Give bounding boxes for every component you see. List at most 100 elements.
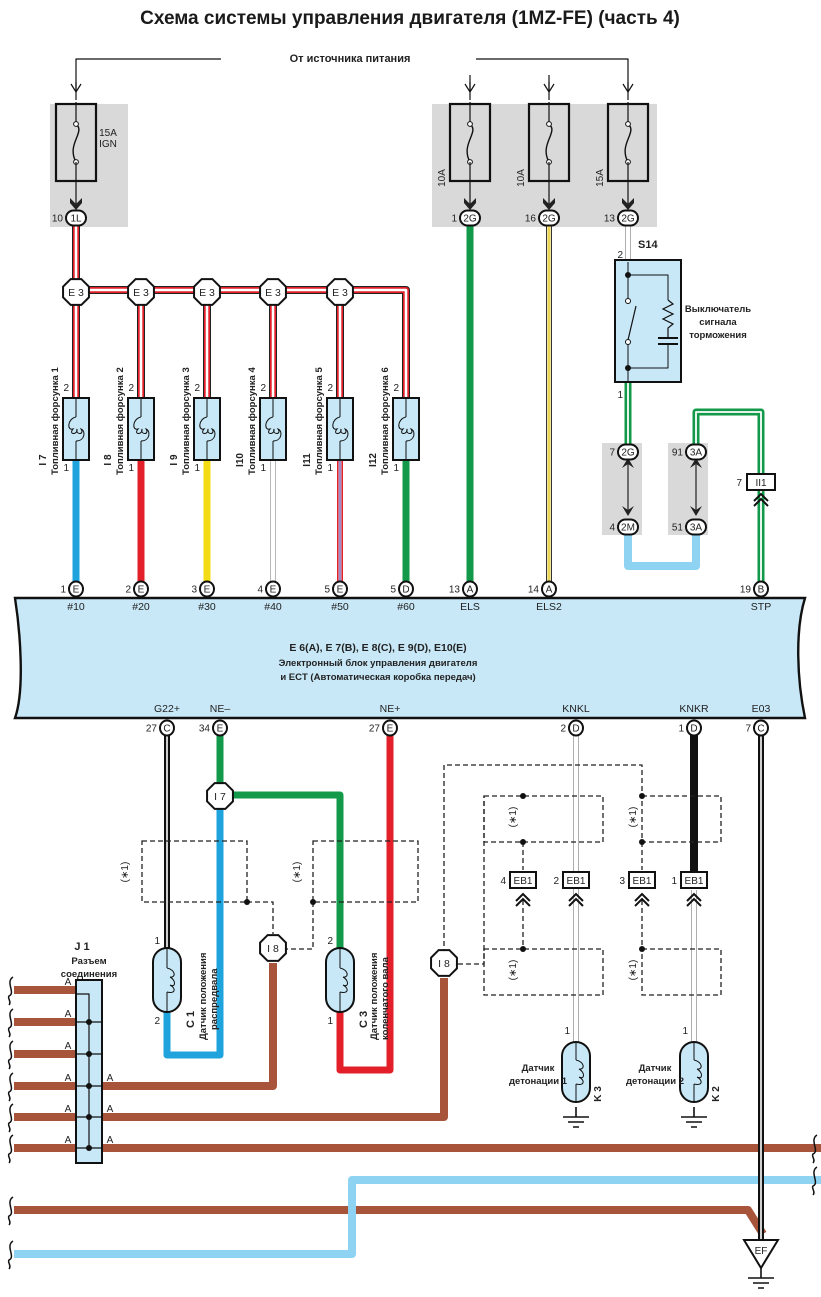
switch-name: торможения bbox=[689, 330, 747, 341]
connector-2m: 2M4 bbox=[609, 518, 639, 536]
ground-harness-wire bbox=[14, 1206, 767, 1237]
pin-number: 51 bbox=[672, 523, 684, 534]
junction-label: E 3 bbox=[68, 287, 84, 299]
ecu-pin-G22+: C27 bbox=[146, 719, 175, 737]
pin-number: 3 bbox=[191, 585, 197, 596]
pin-number: 19 bbox=[740, 585, 752, 596]
ground-icon bbox=[748, 1268, 774, 1289]
connector-code: 1L bbox=[70, 214, 82, 225]
junction-label: I 8 bbox=[438, 958, 450, 970]
coil-icon bbox=[265, 416, 282, 442]
pin-number: 5 bbox=[390, 585, 396, 596]
ecu-signal-label: #40 bbox=[264, 601, 282, 613]
junction-dot bbox=[86, 1114, 92, 1120]
pin-number: 13 bbox=[604, 214, 616, 225]
ecu-pin-KNKR: D1 bbox=[678, 719, 702, 737]
shield-drain bbox=[286, 902, 314, 950]
j1-name: Разъем bbox=[71, 956, 106, 967]
junction-label: E 3 bbox=[133, 287, 149, 299]
knock-sensor-id: K 2 bbox=[711, 1086, 722, 1102]
shield-note: (∗1) bbox=[628, 807, 639, 828]
ecu-pin-#30: E3 bbox=[191, 580, 215, 598]
ecu-name: Электронный блок управления двигателя bbox=[279, 658, 478, 669]
connector-code: EB1 bbox=[685, 876, 704, 887]
ecu-signal-label: ELS2 bbox=[536, 601, 562, 613]
power-line-left bbox=[75, 58, 221, 100]
pin-number: 1 bbox=[451, 214, 457, 225]
fuse-name: IGN bbox=[99, 139, 117, 150]
injector-1 bbox=[62, 397, 90, 461]
connector-code: E bbox=[73, 585, 80, 596]
ecu-pin-#40: E4 bbox=[257, 580, 281, 598]
injector-id: I 7 bbox=[38, 454, 49, 466]
connector-code: E bbox=[387, 724, 394, 735]
junction-connector-j1 bbox=[75, 979, 103, 1164]
connector-code: C bbox=[757, 724, 764, 735]
knock-sensor-2 bbox=[679, 1041, 709, 1103]
pin-number: 2 bbox=[393, 383, 399, 394]
power-source-label: От источника питания bbox=[290, 53, 411, 65]
connector-code: E bbox=[270, 585, 277, 596]
e3-supply-wire bbox=[72, 226, 410, 398]
coil-icon bbox=[199, 416, 216, 442]
coil-icon bbox=[693, 1059, 702, 1085]
ground-triangle-icon bbox=[742, 1239, 780, 1270]
pin-number: 3 bbox=[619, 876, 625, 887]
junction-dot bbox=[639, 793, 645, 799]
ecu-signal-label: #30 bbox=[198, 601, 216, 613]
connector-code: 2G bbox=[542, 214, 556, 225]
junction-label: I 7 bbox=[214, 791, 226, 803]
junction-dot bbox=[86, 1051, 92, 1057]
ecu-block bbox=[13, 596, 807, 720]
pin-number: 10 bbox=[52, 214, 64, 225]
connector-code: E bbox=[337, 585, 344, 596]
connector-code: E bbox=[204, 585, 211, 596]
pin-number: 2 bbox=[327, 936, 333, 947]
plug-icon bbox=[70, 198, 82, 210]
stop-lamp-switch bbox=[614, 259, 682, 383]
ecu-pin-#10: E1 bbox=[60, 580, 84, 598]
junction-dot bbox=[625, 272, 631, 278]
connector-code: EB1 bbox=[514, 876, 533, 887]
junction-label: E 3 bbox=[199, 287, 215, 299]
connector-code: D bbox=[572, 724, 579, 735]
pin-number: 2 bbox=[63, 383, 69, 394]
pin-number: 1 bbox=[128, 463, 134, 474]
connector-code: E bbox=[138, 585, 145, 596]
connector-code: D bbox=[402, 585, 409, 596]
sensor-id: C 3 bbox=[358, 1011, 370, 1028]
ecu-signal-label: NE+ bbox=[380, 703, 401, 715]
shield-note: (∗1) bbox=[292, 862, 303, 883]
pin-label: A bbox=[65, 1104, 72, 1115]
pin-number: 7 bbox=[745, 724, 751, 735]
knock-sensor-name: Датчик bbox=[639, 1063, 672, 1074]
pin-number: 1 bbox=[60, 585, 66, 596]
junction-e3: E 3 bbox=[127, 278, 155, 306]
junction-dot bbox=[86, 1083, 92, 1089]
connector-code: E bbox=[217, 724, 224, 735]
shield-box bbox=[312, 840, 419, 903]
junction-dot bbox=[86, 1145, 92, 1151]
wire-break-icon bbox=[7, 1040, 14, 1070]
fuse-1 bbox=[54, 102, 98, 204]
arrow-down-icon bbox=[543, 82, 555, 94]
coil-icon bbox=[133, 416, 150, 442]
junction-dot bbox=[244, 899, 250, 905]
pin-label: A bbox=[65, 1073, 72, 1084]
pin-number: 2 bbox=[560, 724, 566, 735]
ecu-signal-label: ELS bbox=[460, 601, 480, 613]
ecu-pin-#20: E2 bbox=[125, 580, 149, 598]
fuse-rating: 15A bbox=[595, 169, 606, 187]
pin-number: 1 bbox=[154, 936, 160, 947]
injector-3 bbox=[193, 397, 221, 461]
fuse-4 bbox=[606, 102, 650, 204]
fuse-rating: 10A bbox=[437, 169, 448, 187]
fuse-connector-1: 1L 10 bbox=[52, 209, 87, 227]
injector-name: Топливная форсунка 6 bbox=[380, 367, 391, 475]
resistor-icon bbox=[661, 299, 675, 338]
stp-jumper-wire bbox=[624, 528, 700, 570]
pin-label: A bbox=[107, 1073, 114, 1084]
wire-break-icon bbox=[7, 1240, 14, 1270]
